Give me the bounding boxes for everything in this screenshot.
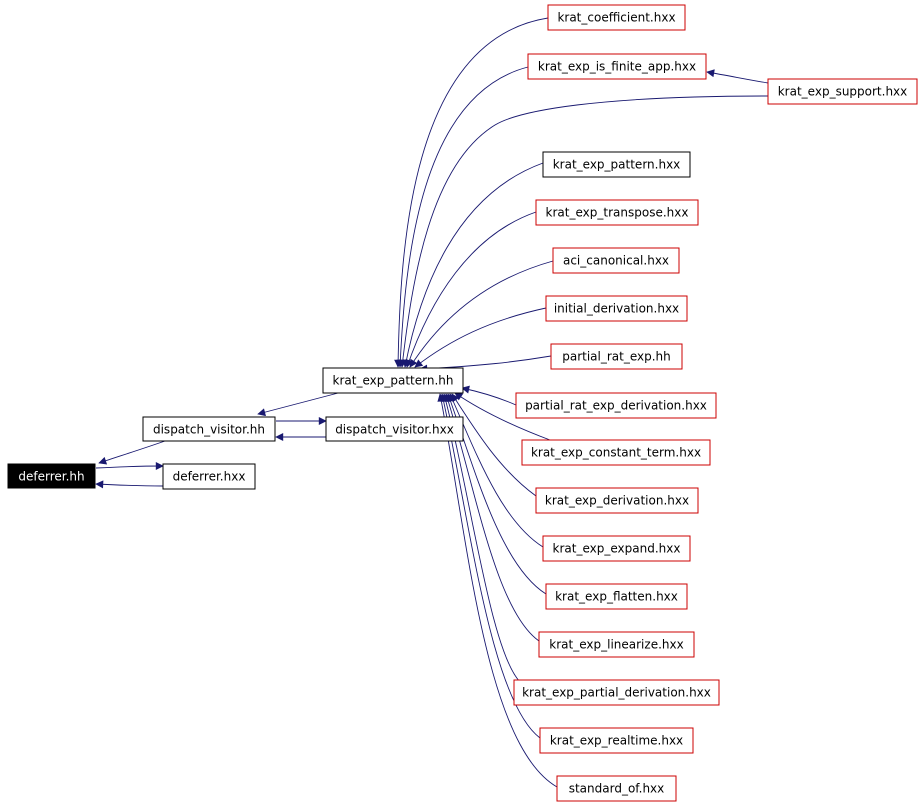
- node-krat-exp-flatten-hxx[interactable]: krat_exp_flatten.hxx: [545, 583, 688, 610]
- edge-standard-of-to-pattern: [437, 393, 558, 788]
- node-label: krat_exp_realtime.hxx: [550, 734, 683, 748]
- node-label: dispatch_visitor.hh: [153, 423, 265, 437]
- edge-pattern-hxx-to-pattern-hh: [402, 162, 544, 368]
- node-deferrer-hxx[interactable]: deferrer.hxx: [162, 463, 256, 490]
- edge-partial-rat-exp-derivation-to-pattern: [461, 385, 517, 406]
- node-krat-exp-pattern-hh[interactable]: krat_exp_pattern.hh: [322, 367, 464, 394]
- node-aci-canonical-hxx[interactable]: aci_canonical.hxx: [552, 247, 680, 274]
- edge-support-to-is-finite-app: [706, 69, 769, 84]
- node-label: krat_exp_support.hxx: [778, 85, 908, 99]
- node-deferrer-hh[interactable]: deferrer.hh: [7, 463, 96, 489]
- node-label: krat_exp_constant_term.hxx: [531, 446, 701, 460]
- node-dispatch-visitor-hxx[interactable]: dispatch_visitor.hxx: [325, 416, 464, 442]
- node-krat-exp-partial-derivation-hxx[interactable]: krat_exp_partial_derivation.hxx: [513, 679, 720, 706]
- edge-krat-exp-pattern-hh-to-dispatch-visitor-hh: [257, 391, 343, 417]
- edge-expand-to-pattern: [449, 393, 544, 548]
- node-label: krat_exp_expand.hxx: [553, 542, 681, 556]
- node-label: krat_exp_transpose.hxx: [546, 206, 689, 220]
- edge-transpose-to-pattern: [405, 211, 537, 368]
- edge-is-finite-app-to-pattern: [396, 66, 529, 368]
- edge-krat-coefficient-to-pattern: [394, 17, 549, 368]
- node-krat-coefficient-hxx[interactable]: krat_coefficient.hxx: [547, 4, 686, 31]
- node-label: krat_exp_flatten.hxx: [555, 590, 678, 604]
- edge-dispatch-visitor-hh-to-deferrer-hh: [98, 440, 166, 465]
- node-label: deferrer.hh: [18, 470, 84, 484]
- node-label: aci_canonical.hxx: [563, 254, 669, 268]
- edge-initial-derivation-to-pattern: [414, 307, 547, 368]
- edge-deferrer-hh-to-deferrer-hxx: [95, 462, 164, 471]
- node-label: krat_exp_is_finite_app.hxx: [538, 60, 696, 74]
- node-krat-exp-pattern-hxx[interactable]: krat_exp_pattern.hxx: [542, 151, 691, 178]
- node-krat-exp-linearize-hxx[interactable]: krat_exp_linearize.hxx: [538, 631, 695, 658]
- node-standard-of-hxx[interactable]: standard_of.hxx: [556, 775, 677, 802]
- node-partial-rat-exp-hh[interactable]: partial_rat_exp.hh: [550, 343, 683, 370]
- edge-aci-canonical-to-pattern: [409, 260, 554, 368]
- node-label: standard_of.hxx: [569, 782, 665, 796]
- node-krat-exp-derivation-hxx[interactable]: krat_exp_derivation.hxx: [535, 487, 699, 514]
- edge-derivation-to-pattern: [451, 393, 537, 497]
- node-label: partial_rat_exp_derivation.hxx: [525, 399, 707, 413]
- node-initial-derivation-hxx[interactable]: initial_derivation.hxx: [545, 295, 688, 322]
- edge-realtime-to-pattern: [439, 393, 541, 739]
- node-label: krat_coefficient.hxx: [557, 11, 675, 25]
- node-krat-exp-constant-term-hxx[interactable]: krat_exp_constant_term.hxx: [521, 439, 711, 466]
- node-label: krat_exp_partial_derivation.hxx: [522, 686, 711, 700]
- node-label: dispatch_visitor.hxx: [335, 423, 454, 437]
- edge-partial-rat-exp-hh-to-pattern: [419, 355, 552, 373]
- node-krat-exp-support-hxx[interactable]: krat_exp_support.hxx: [767, 78, 918, 105]
- node-label: krat_exp_linearize.hxx: [549, 638, 683, 652]
- node-label: partial_rat_exp.hh: [562, 350, 671, 364]
- node-label: krat_exp_pattern.hxx: [553, 158, 681, 172]
- edge-deferrer-hxx-to-deferrer-hh: [95, 480, 164, 489]
- node-label: deferrer.hxx: [173, 470, 246, 484]
- node-label: initial_derivation.hxx: [554, 302, 679, 316]
- node-label: krat_exp_derivation.hxx: [545, 494, 689, 508]
- node-krat-exp-realtime-hxx[interactable]: krat_exp_realtime.hxx: [539, 727, 694, 754]
- edge-constant-term-to-pattern: [454, 392, 551, 441]
- node-partial-rat-exp-derivation-hxx[interactable]: partial_rat_exp_derivation.hxx: [515, 392, 717, 419]
- node-label: krat_exp_pattern.hh: [333, 374, 454, 388]
- node-dispatch-visitor-hh[interactable]: dispatch_visitor.hh: [142, 416, 276, 442]
- node-krat-exp-is-finite-app-hxx[interactable]: krat_exp_is_finite_app.hxx: [527, 53, 707, 80]
- node-krat-exp-expand-hxx[interactable]: krat_exp_expand.hxx: [542, 535, 691, 562]
- node-krat-exp-transpose-hxx[interactable]: krat_exp_transpose.hxx: [535, 199, 699, 226]
- edge-support-to-pattern: [398, 95, 769, 368]
